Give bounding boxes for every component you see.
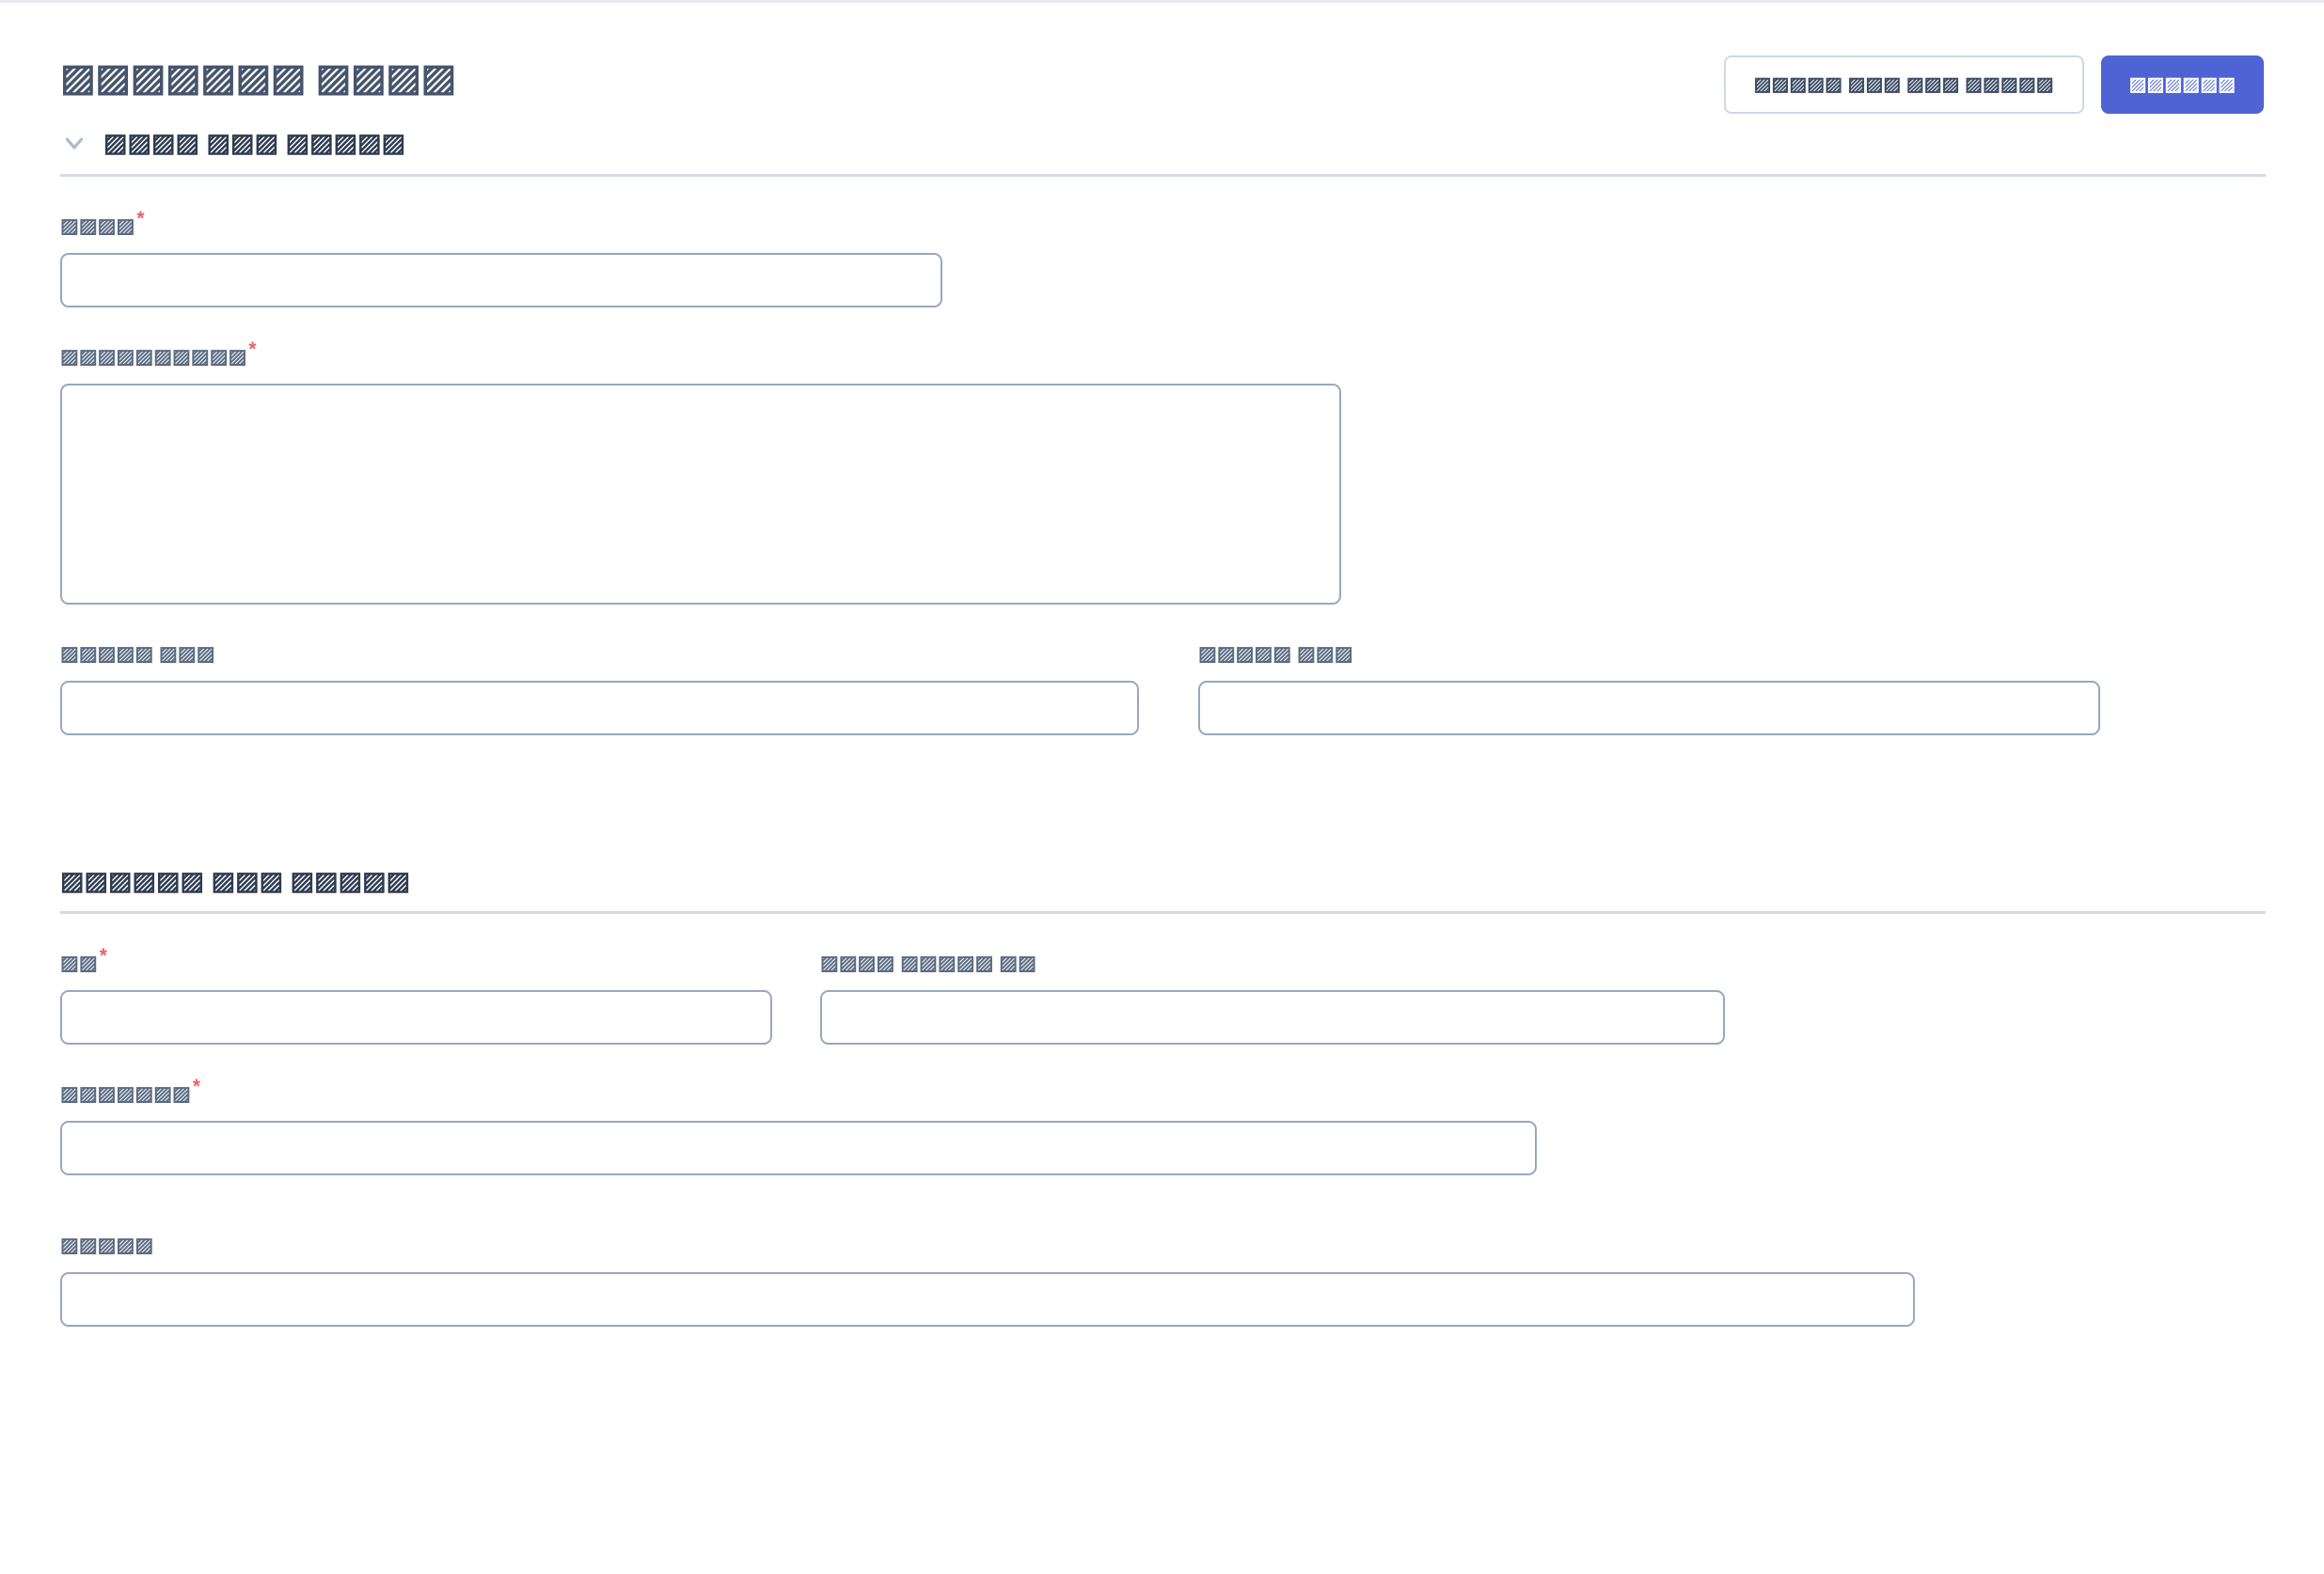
label-end-date: ▨▨▨▨▨ ▨▨▨: [1198, 637, 2139, 664]
label-end-date-text: ▨▨▨▨▨ ▨▨▨: [1198, 643, 1353, 665]
full-legal-id-input[interactable]: [820, 990, 1725, 1045]
field-description: ▨▨▨▨▨▨▨▨▨▨*: [60, 339, 2264, 605]
secondary-action-button[interactable]: ▨▨▨▨▨ ▨▨▨ ▨▨▨ ▨▨▨▨▨: [1723, 55, 2084, 114]
id-input[interactable]: [60, 990, 772, 1045]
section-contact-and-owner: ▨▨▨▨▨▨ ▨▨▨ ▨▨▨▨▨ ▨▨* ▨▨▨▨ ▨▨▨▨▨ ▨▨ ▨▨▨▨▨…: [60, 869, 2266, 1327]
header-actions: ▨▨▨▨▨ ▨▨▨ ▨▨▨ ▨▨▨▨▨ ▨▨▨▨▨▨: [1723, 55, 2264, 114]
section-title-contact-and-owner: ▨▨▨▨▨▨ ▨▨▨ ▨▨▨▨▨: [60, 867, 411, 895]
required-marker-category: *: [192, 1076, 201, 1097]
field-id: ▨▨*: [60, 946, 820, 1045]
label-owner-text: ▨▨▨▨▨: [60, 1235, 154, 1256]
section-header-contact-and-owner: ▨▨▨▨▨▨ ▨▨▨ ▨▨▨▨▨: [60, 869, 2264, 911]
label-full-legal-id-text: ▨▨▨▨ ▨▨▨▨▨ ▨▨: [820, 952, 1036, 974]
label-full-legal-id: ▨▨▨▨ ▨▨▨▨▨ ▨▨: [820, 946, 1761, 973]
section-title-general-information: ▨▨▨▨ ▨▨▨ ▨▨▨▨▨: [103, 128, 406, 157]
page-container: ▨▨▨▨▨▨▨ ▨▨▨▨ ▨▨▨▨▨ ▨▨▨ ▨▨▨ ▨▨▨▨▨ ▨▨▨▨▨▨ …: [0, 3, 2324, 1359]
end-date-input[interactable]: [1198, 681, 2100, 735]
identity-fields-row: ▨▨* ▨▨▨▨ ▨▨▨▨▨ ▨▨: [60, 946, 2264, 1077]
primary-action-button[interactable]: ▨▨▨▨▨▨: [2100, 55, 2264, 114]
label-start-date-text: ▨▨▨▨▨ ▨▨▨: [60, 643, 215, 665]
section-divider-2: [60, 911, 2266, 914]
label-name-text: ▨▨▨▨: [60, 215, 135, 237]
label-category: ▨▨▨▨▨▨▨*: [60, 1077, 2264, 1104]
field-owner: ▨▨▨▨▨: [60, 1228, 2264, 1327]
label-id-text: ▨▨: [60, 952, 98, 974]
start-date-input[interactable]: [60, 681, 1139, 735]
section-spacer: [60, 767, 2264, 865]
field-end-date: ▨▨▨▨▨ ▨▨▨: [1198, 637, 2139, 735]
page-header: ▨▨▨▨▨▨▨ ▨▨▨▨ ▨▨▨▨▨ ▨▨▨ ▨▨▨ ▨▨▨▨▨ ▨▨▨▨▨▨: [60, 3, 2264, 125]
label-owner: ▨▨▨▨▨: [60, 1228, 2264, 1255]
field-full-legal-id: ▨▨▨▨ ▨▨▨▨▨ ▨▨: [820, 946, 1761, 1045]
label-category-text: ▨▨▨▨▨▨▨: [60, 1083, 191, 1105]
top-border: [0, 0, 2324, 3]
page-title: ▨▨▨▨▨▨▨ ▨▨▨▨: [60, 57, 456, 99]
required-marker-description: *: [248, 338, 257, 360]
field-spacer: [60, 1207, 2264, 1228]
category-input[interactable]: [60, 1121, 1537, 1175]
required-marker-name: *: [136, 208, 145, 229]
label-description: ▨▨▨▨▨▨▨▨▨▨*: [60, 339, 2264, 367]
field-start-date: ▨▨▨▨▨ ▨▨▨: [60, 637, 1198, 735]
required-marker-id: *: [99, 945, 107, 967]
label-name: ▨▨▨▨*: [60, 209, 2264, 236]
field-category: ▨▨▨▨▨▨▨*: [60, 1077, 2264, 1175]
description-textarea[interactable]: [60, 384, 1341, 605]
name-input[interactable]: [60, 253, 942, 307]
owner-input[interactable]: [60, 1272, 1915, 1327]
section-general-information: ▨▨▨▨ ▨▨▨ ▨▨▨▨▨ ▨▨▨▨* ▨▨▨▨▨▨▨▨▨▨* ▨▨▨▨▨ ▨…: [60, 129, 2266, 767]
section-divider-1: [60, 174, 2266, 177]
section-header-general-information[interactable]: ▨▨▨▨ ▨▨▨ ▨▨▨▨▨: [60, 129, 2264, 174]
date-fields-row: ▨▨▨▨▨ ▨▨▨ ▨▨▨▨▨ ▨▨▨: [60, 637, 2264, 767]
label-start-date: ▨▨▨▨▨ ▨▨▨: [60, 637, 1198, 664]
chevron-down-icon: [65, 137, 84, 150]
label-description-text: ▨▨▨▨▨▨▨▨▨▨: [60, 346, 247, 368]
label-id: ▨▨*: [60, 946, 820, 973]
field-name: ▨▨▨▨*: [60, 209, 2264, 307]
